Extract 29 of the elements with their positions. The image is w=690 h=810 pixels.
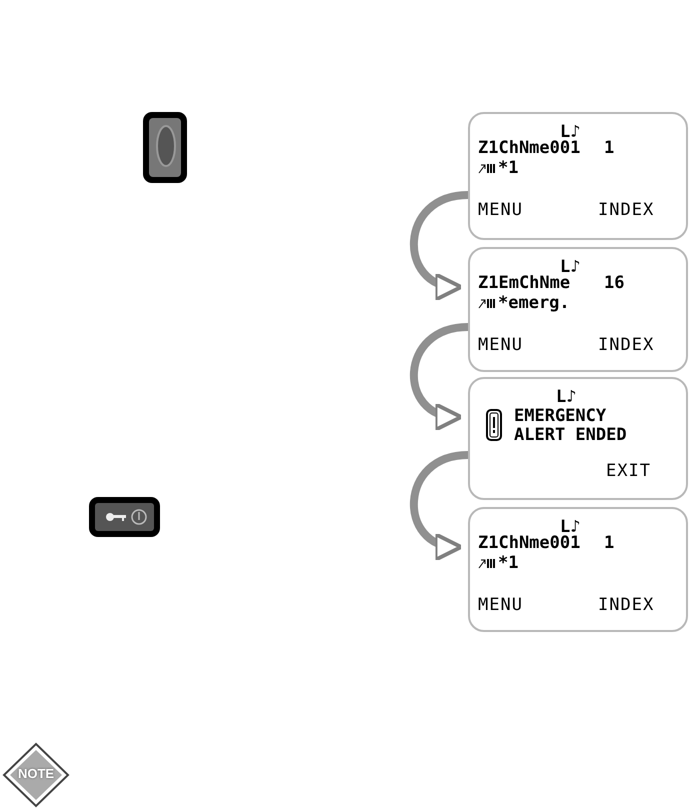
lcd-screen — [468, 112, 688, 240]
softkey-label: INDEX — [598, 202, 654, 219]
lcd-screen — [468, 247, 688, 372]
lcd-screen — [468, 377, 688, 500]
curved-arrow — [410, 323, 468, 429]
lcd-screen — [468, 507, 688, 632]
display-text: L♪ — [560, 259, 580, 276]
curved-arrow — [410, 191, 468, 299]
display-text: *1 — [498, 555, 518, 572]
note-diamond: NOTE — [2, 742, 70, 808]
display-text: Z1EmChNme — [478, 275, 570, 292]
softkey-label: INDEX — [598, 337, 654, 354]
softkey-label: MENU — [478, 337, 523, 354]
display-text: 16 — [604, 275, 624, 292]
display-text: 1 — [604, 535, 614, 552]
display-text: L♪ — [556, 389, 576, 406]
display-text: *emerg. — [498, 295, 570, 312]
display-text: L♪ — [560, 124, 580, 141]
softkey-label: INDEX — [598, 597, 654, 614]
display-text: Z1ChNme001 — [478, 535, 580, 552]
display-text: *1 — [498, 160, 518, 177]
softkey-label: MENU — [478, 202, 523, 219]
display-text: EMERGENCY ALERT ENDED — [514, 407, 628, 445]
display-text: 1 — [604, 140, 614, 157]
softkey-label: MENU — [478, 597, 523, 614]
curved-arrow — [410, 451, 468, 559]
display-text: Z1ChNme001 — [478, 140, 580, 157]
softkey-label: EXIT — [606, 463, 651, 480]
display-text: L♪ — [560, 519, 580, 536]
